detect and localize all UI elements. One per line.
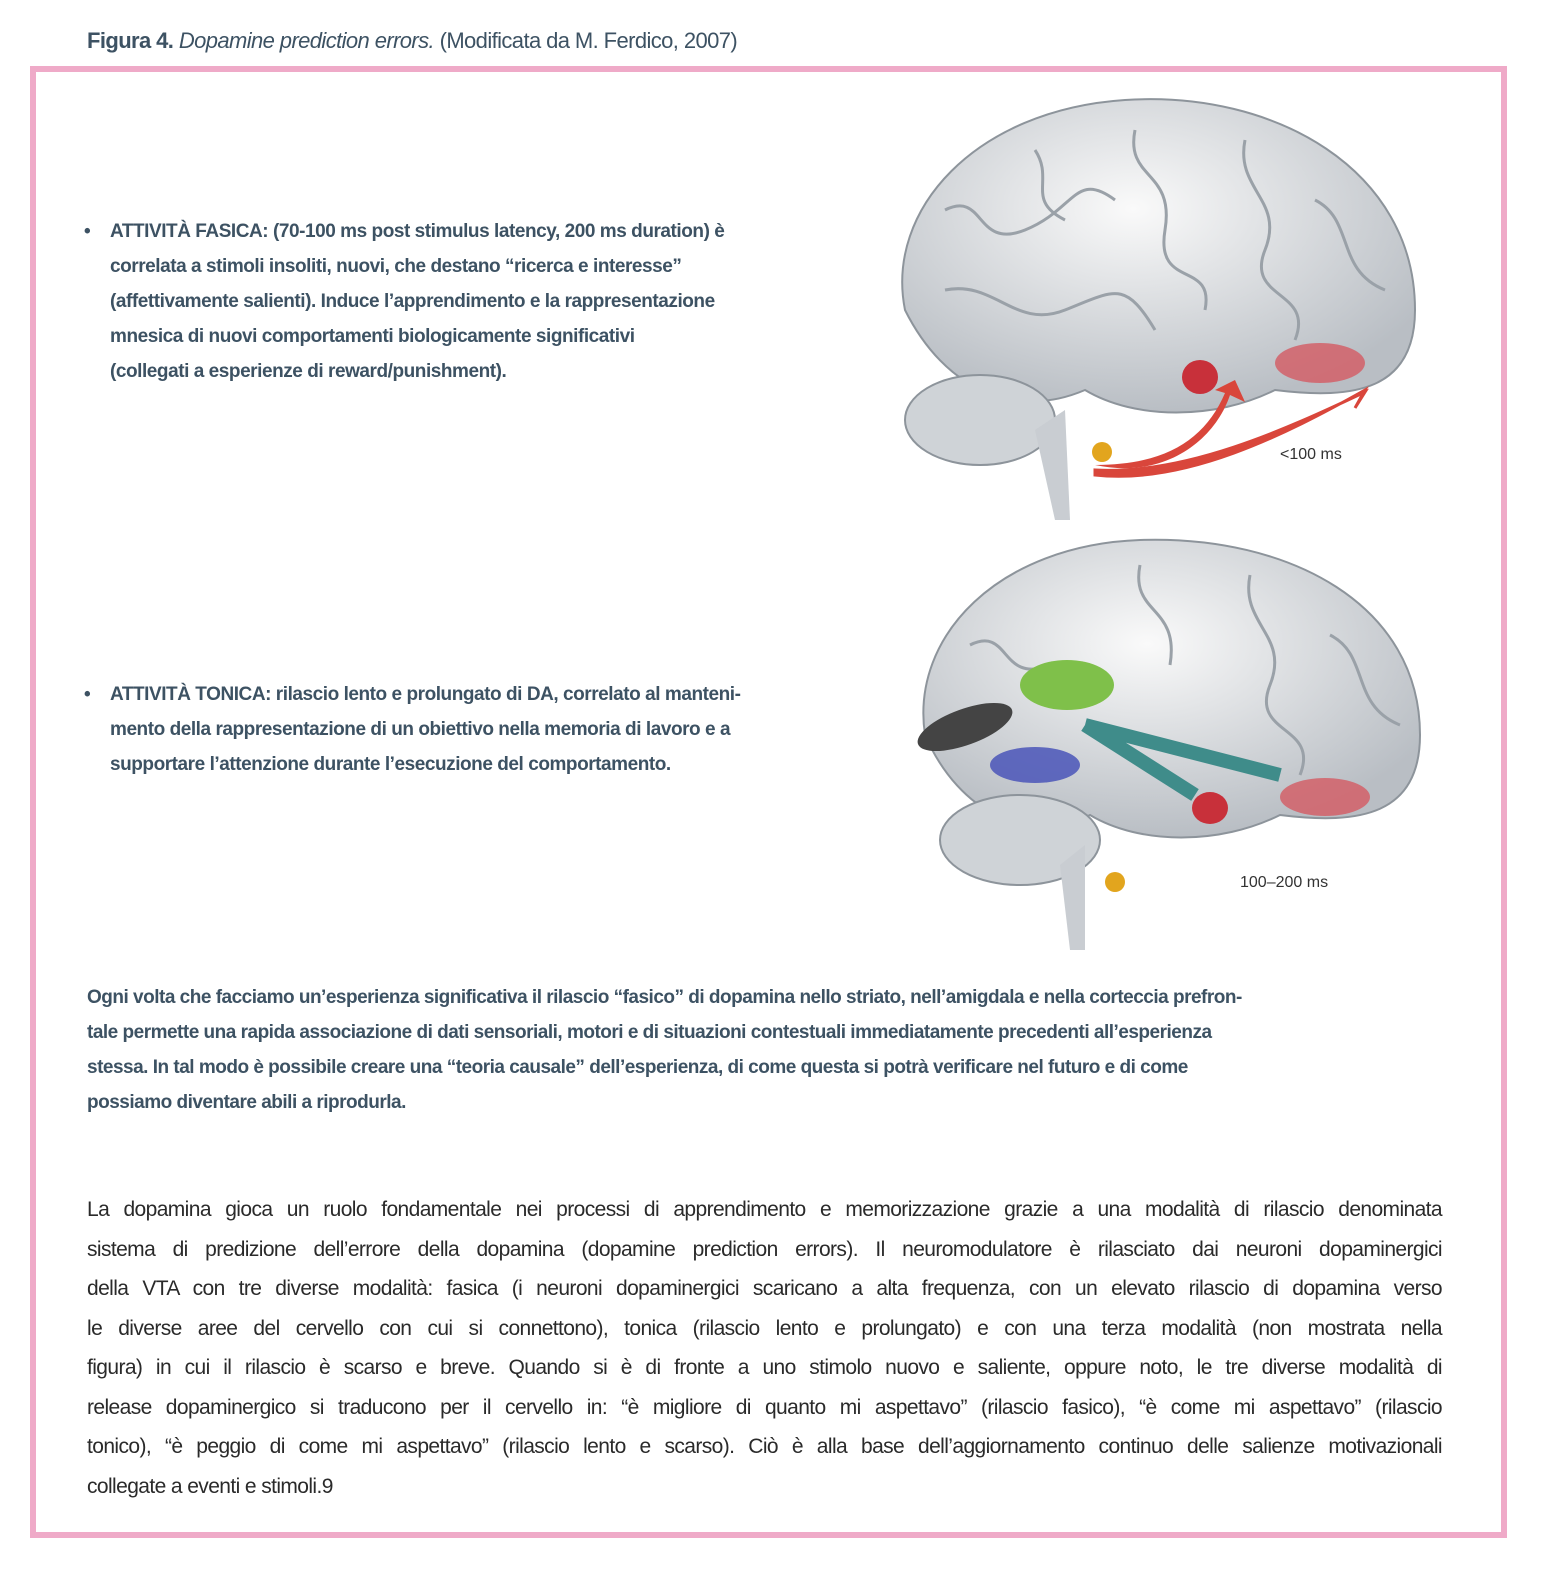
line: supportare l’attenzione durante l’esecuz… bbox=[110, 754, 671, 775]
line: tale permette una rapida associazione di… bbox=[87, 1022, 1212, 1043]
line: (collegati a esperienze di reward/punish… bbox=[110, 361, 507, 382]
line: le diverse aree del cervello con cui si … bbox=[87, 1316, 1443, 1340]
line: ATTIVITÀ TONICA: rilascio lento e prolun… bbox=[110, 684, 741, 705]
line: mnesica di nuovi comportamenti biologica… bbox=[110, 326, 635, 347]
summary-paragraph: Ogni volta che facciamo un’esperienza si… bbox=[87, 980, 1417, 1120]
caption-title: Dopamine prediction errors. bbox=[178, 28, 435, 53]
caption-label: Figura 4. bbox=[87, 28, 174, 53]
bullet-dot: • bbox=[84, 221, 91, 242]
line: mento della rappresentazione di un obiet… bbox=[110, 719, 731, 740]
figure-caption: Figura 4. Dopamine prediction errors. (M… bbox=[87, 28, 738, 54]
line: possiamo diventare abili a riprodurla. bbox=[87, 1092, 406, 1113]
line: collegate a eventi e stimoli.9 bbox=[87, 1474, 333, 1498]
line: sistema di predizione dell’errore della … bbox=[87, 1237, 1443, 1261]
caption-source: (Modificata da M. Ferdico, 2007) bbox=[439, 28, 738, 53]
line: correlata a stimoli insoliti, nuovi, che… bbox=[110, 256, 682, 277]
line: (affettivamente salienti). Induce l’appr… bbox=[110, 291, 715, 312]
brain-figure-phasic: <100 ms bbox=[901, 98, 1417, 520]
line: stessa. In tal modo è possibile creare u… bbox=[87, 1057, 1188, 1078]
line: Ogni volta che facciamo un’esperienza si… bbox=[87, 987, 1242, 1008]
latency-label-phasic: <100 ms bbox=[1280, 446, 1342, 463]
line: ATTIVITÀ FASICA: (70-100 ms post stimulu… bbox=[110, 221, 725, 242]
bullet-dot: • bbox=[84, 684, 91, 705]
brain-figure-tonic: 100–200 ms bbox=[917, 538, 1422, 950]
latency-label-tonic: 100–200 ms bbox=[1240, 874, 1328, 891]
figure-frame bbox=[30, 66, 1507, 1538]
line: della VTA con tre diverse modalità: fasi… bbox=[87, 1277, 1443, 1300]
body-paragraph: La dopamina gioca un ruolo fondamentale … bbox=[87, 1190, 1443, 1506]
bullet-tonica: • ATTIVITÀ TONICA: rilascio lento e prol… bbox=[84, 677, 741, 782]
line: figura) in cui il rilascio è scarso e br… bbox=[87, 1356, 1443, 1379]
line: tonico), “è peggio di come mi aspettavo”… bbox=[87, 1435, 1443, 1458]
bullet-fasica: • ATTIVITÀ FASICA: (70-100 ms post stimu… bbox=[84, 214, 725, 389]
line: release dopaminergico si traducono per i… bbox=[87, 1395, 1443, 1419]
line: La dopamina gioca un ruolo fondamentale … bbox=[87, 1198, 1443, 1221]
